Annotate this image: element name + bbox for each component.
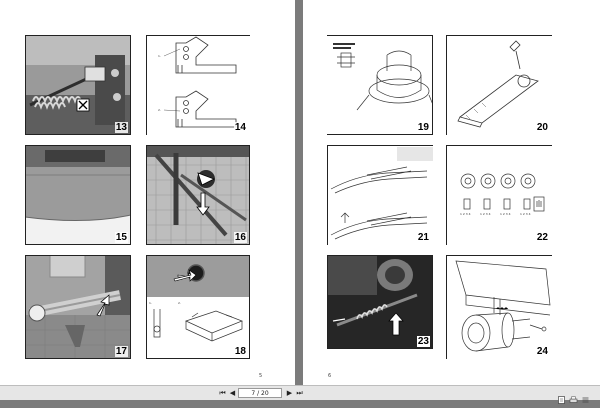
figure-22-label-1: 1 2 3 4 bbox=[460, 212, 471, 216]
figure-19-number: 19 bbox=[416, 122, 430, 133]
figure-18-number: 18 bbox=[233, 346, 247, 357]
figure-18-step-1: 1. bbox=[149, 301, 152, 305]
menu-icon[interactable] bbox=[581, 389, 590, 403]
right-page: 19 20 bbox=[303, 0, 600, 385]
first-page-icon[interactable]: ⏮ bbox=[219, 389, 226, 397]
figure-21-number: 21 bbox=[416, 232, 430, 243]
previous-page-icon[interactable]: ◀ bbox=[229, 389, 236, 397]
figure-18-photo: 1. 2. bbox=[146, 255, 250, 359]
figure-17-number: 17 bbox=[114, 346, 128, 357]
figure-24-number: 24 bbox=[535, 346, 549, 357]
figure-14-drawing: 1. 2. bbox=[158, 36, 237, 128]
figure-14: 1. 2. 14 bbox=[146, 35, 250, 135]
print-icon[interactable] bbox=[569, 389, 578, 403]
figure-23-photo bbox=[327, 255, 433, 349]
last-page-icon[interactable]: ⏭ bbox=[296, 389, 303, 397]
figure-14-step-2: 2. bbox=[158, 108, 161, 112]
figure-20-drawing bbox=[457, 40, 539, 128]
figure-22-number: 22 bbox=[535, 232, 549, 243]
figure-24: 24 bbox=[446, 255, 552, 359]
figure-21: 21 bbox=[327, 145, 433, 245]
figure-21-drawing bbox=[330, 147, 433, 240]
figure-24-drawing bbox=[455, 260, 551, 352]
figure-22-label-3: 1 2 3 4 bbox=[500, 212, 511, 216]
page-number-input[interactable]: 7 / 20 bbox=[238, 388, 282, 398]
figure-16-photo bbox=[146, 145, 250, 245]
figure-22-label-2: 1 2 3 4 bbox=[480, 212, 491, 216]
right-page-number: 6 bbox=[328, 373, 332, 379]
left-page: 13 1. 2. 14 bbox=[0, 0, 295, 385]
figure-22-drawing: 1 2 3 4 1 2 3 4 1 2 3 4 1 2 3 4 bbox=[460, 173, 545, 216]
figure-22-label-4: 1 2 3 4 bbox=[520, 212, 531, 216]
figure-14-step-1: 1. bbox=[158, 54, 161, 58]
figure-17-photo bbox=[25, 255, 131, 359]
figure-22: 1 2 3 4 1 2 3 4 1 2 3 4 1 2 3 4 22 bbox=[446, 145, 552, 245]
figure-13-number: 13 bbox=[114, 122, 128, 133]
figure-19: 19 bbox=[327, 35, 433, 135]
next-page-icon[interactable]: ▶ bbox=[286, 389, 293, 397]
figure-19-drawing bbox=[333, 43, 433, 111]
figure-15: 15 bbox=[25, 145, 131, 245]
figure-15-photo bbox=[25, 145, 131, 245]
figure-18-step-2: 2. bbox=[178, 301, 181, 305]
figure-17: 17 bbox=[25, 255, 131, 359]
figure-15-number: 15 bbox=[114, 232, 128, 243]
viewer-toolbar: ⏮ ◀ 7 / 20 ▶ ⏭ bbox=[0, 385, 600, 404]
document-icon[interactable] bbox=[557, 389, 566, 404]
figure-13: 13 bbox=[25, 35, 131, 135]
figure-20: 20 bbox=[446, 35, 552, 135]
figure-13-photo bbox=[25, 35, 131, 135]
figure-14-number: 14 bbox=[233, 122, 247, 133]
figure-23: 23 bbox=[327, 255, 433, 349]
figure-16: 16 bbox=[146, 145, 250, 245]
figure-20-number: 20 bbox=[535, 122, 549, 133]
figure-23-number: 23 bbox=[416, 336, 430, 347]
left-page-number: 5 bbox=[259, 373, 263, 379]
figure-18: 1. 2. 18 bbox=[146, 255, 250, 359]
figure-16-number: 16 bbox=[233, 232, 247, 243]
